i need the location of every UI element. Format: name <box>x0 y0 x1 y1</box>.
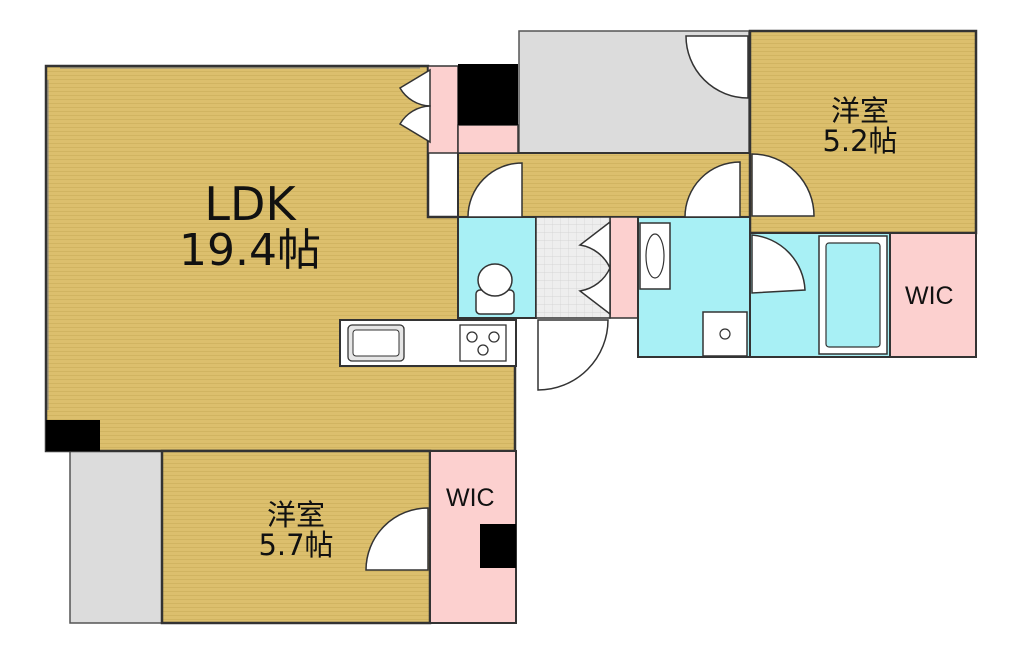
bathtub-icon <box>818 235 888 355</box>
ldk-label: LDK 19.4帖 <box>150 180 350 274</box>
pillar-wic-2 <box>480 524 516 568</box>
western-room-2-label: 洋室 5.7帖 <box>226 500 366 561</box>
washbasin-icon <box>639 222 671 290</box>
ldk-area: 19.4帖 <box>179 225 321 277</box>
wic-1-label: WIC <box>905 282 954 310</box>
kitchen-counter <box>339 319 517 367</box>
stove-icon <box>459 324 507 362</box>
western-room-2-area: 5.7帖 <box>258 528 334 563</box>
western-room-1-area: 5.2帖 <box>822 124 898 159</box>
toilet-icon <box>475 263 515 315</box>
balcony-left <box>69 450 163 624</box>
door-swing-icon <box>365 35 815 571</box>
washer-pan-icon <box>702 311 748 357</box>
wic-2-label: WIC <box>446 484 495 512</box>
closet-entry-top <box>427 65 459 154</box>
western-room-2-name: 洋室 <box>266 498 325 532</box>
sink-icon <box>347 324 405 362</box>
ldk-name: LDK <box>204 177 296 231</box>
closet-washroom <box>609 216 639 319</box>
shoe-closet <box>457 124 519 154</box>
pipe-shaft-top <box>458 64 518 125</box>
western-room-1-label: 洋室 5.2帖 <box>790 96 930 157</box>
wic-1-area <box>889 232 977 358</box>
pillar-left <box>46 420 100 451</box>
western-room-1-name: 洋室 <box>830 94 889 128</box>
